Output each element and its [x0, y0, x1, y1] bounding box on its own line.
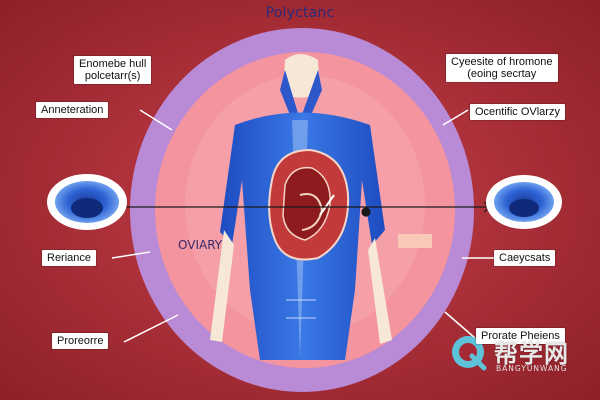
label-bottom-right: Prorate Pheiens	[476, 328, 565, 344]
watermark-logo-icon	[452, 336, 487, 371]
label-top-left: Enomebe hull polcetarr(s)	[74, 56, 152, 84]
label-top-right-line2: (eoing secrtay	[467, 68, 537, 80]
label-top-right-line1: Cyeesite of hromone	[451, 56, 553, 68]
diagram-title: Polyctanc	[265, 5, 335, 21]
label-side-right: Caeycsats	[494, 250, 556, 266]
label-top-left-line1: Enomebe hull	[79, 58, 147, 70]
watermark-text: 帮学网	[494, 340, 569, 368]
label-mid-left: Anneteration	[36, 102, 109, 118]
watermark: 帮学网 BANGYUNWANG	[444, 330, 594, 376]
label-bottom-left: Proreorre	[52, 333, 109, 349]
side-tag	[398, 234, 432, 248]
label-side-left: Reriance	[42, 250, 97, 266]
ovary-organ	[268, 148, 350, 261]
organ-label: OVIARY	[178, 238, 223, 252]
right-eye-icon	[486, 175, 562, 229]
left-eye-icon	[47, 174, 127, 230]
watermark-subtext: BANGYUNWANG	[496, 364, 568, 373]
connector-lines	[111, 109, 495, 343]
label-top-right: Cyeesite of hromone (eoing secrtay	[446, 54, 558, 82]
label-mid-right: Ocentific OVlarzy	[470, 104, 565, 120]
label-top-left-line2: polcetarr(s)	[84, 70, 141, 82]
